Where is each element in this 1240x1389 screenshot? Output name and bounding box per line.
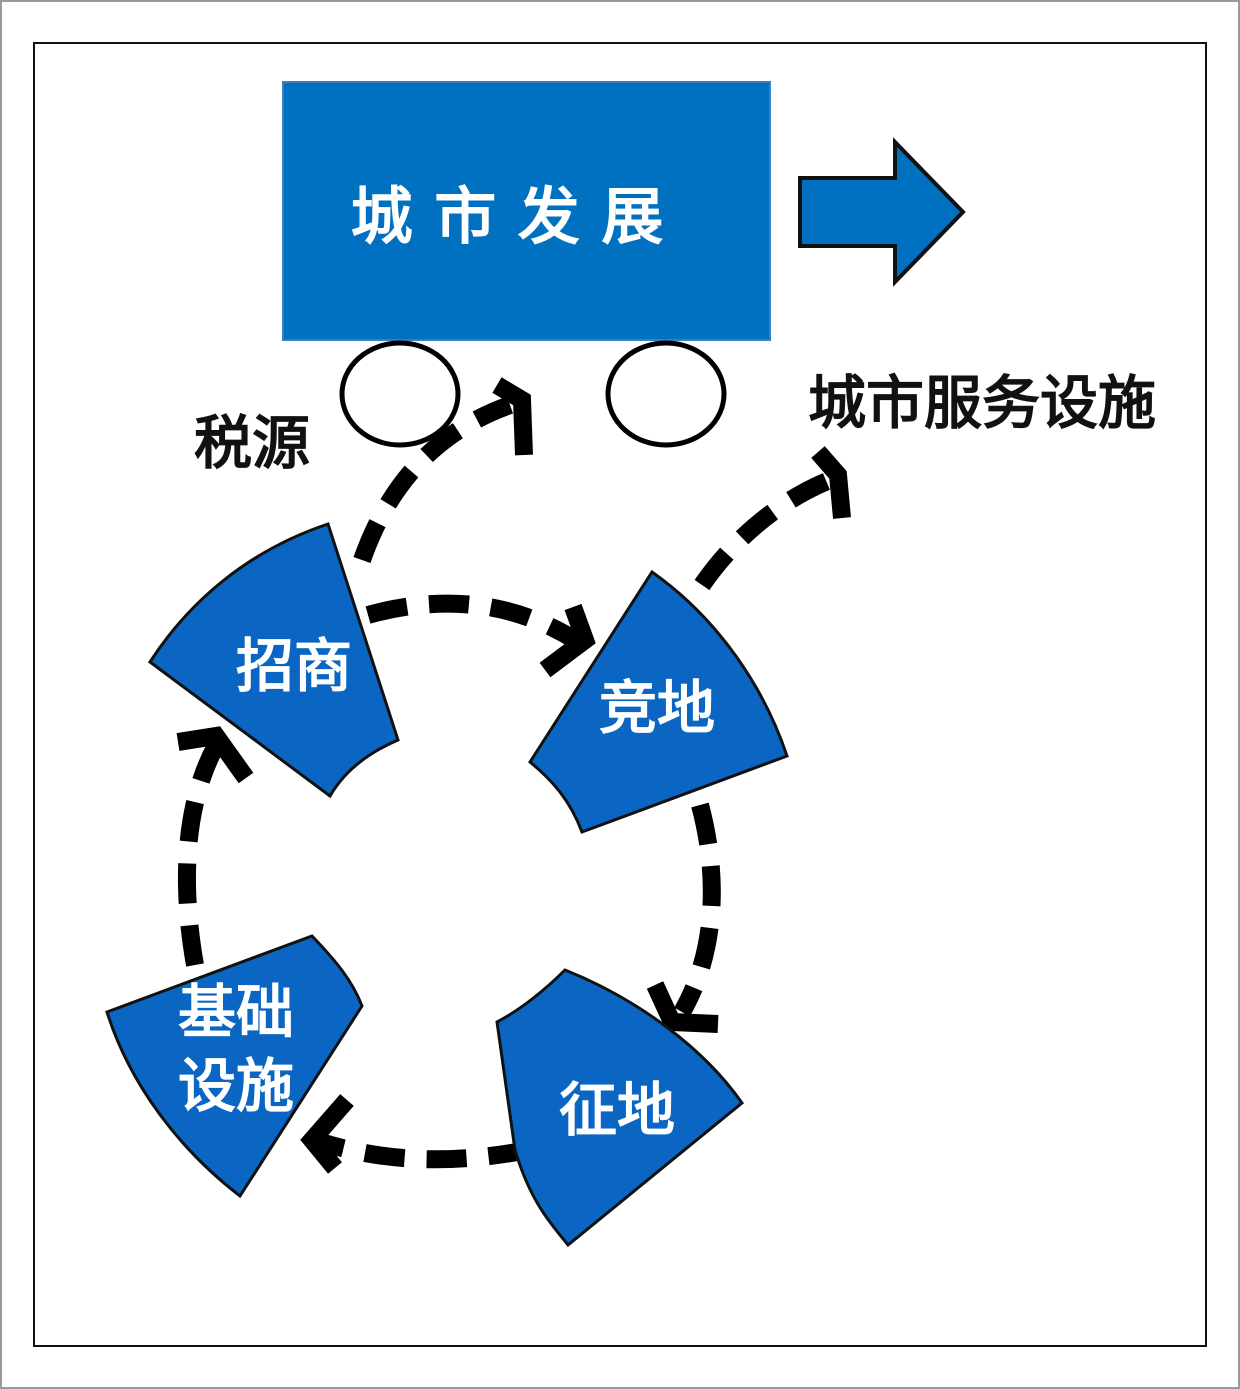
segment-infra-label-line1: 基础 — [178, 978, 294, 1046]
segment-bid-land-label: 竞地 — [599, 674, 715, 742]
arrow-bid-to-acquire — [674, 802, 721, 1017]
segment-invest — [147, 522, 400, 799]
arrow-acquire-to-infra — [312, 1131, 530, 1169]
inner-frame — [33, 42, 1207, 1347]
city-services-label: 城市服务设施 — [808, 369, 1156, 437]
arrowhead-bid-icon — [539, 603, 596, 678]
segment-infrastructure — [105, 934, 364, 1199]
city-development-box — [282, 81, 771, 341]
segment-acquire-land-label: 征地 — [559, 1076, 675, 1144]
segment-acquire-land — [495, 968, 745, 1248]
segment-infra-label-line2: 设施 — [178, 1052, 294, 1120]
arrow-infra-to-invest — [177, 737, 226, 967]
arrow-invest-to-bid — [365, 594, 580, 648]
arrowhead-acquire-icon — [646, 981, 719, 1033]
right-wheel — [605, 340, 727, 448]
segment-bid-land — [528, 569, 789, 834]
arrowhead-invest-icon — [176, 726, 254, 784]
arrowhead-services-icon — [811, 446, 851, 519]
arrow-invest-to-tax — [353, 396, 514, 563]
forward-arrow-icon — [798, 137, 966, 287]
city-development-label: 城 市 发 展 — [351, 180, 664, 253]
tax-source-label: 税源 — [194, 409, 310, 477]
left-wheel — [339, 340, 461, 448]
arrowhead-infra-icon — [300, 1094, 354, 1174]
arrow-bid-to-services — [694, 469, 839, 591]
arrowhead-tax-icon — [492, 377, 533, 456]
segment-invest-label: 招商 — [236, 632, 352, 700]
